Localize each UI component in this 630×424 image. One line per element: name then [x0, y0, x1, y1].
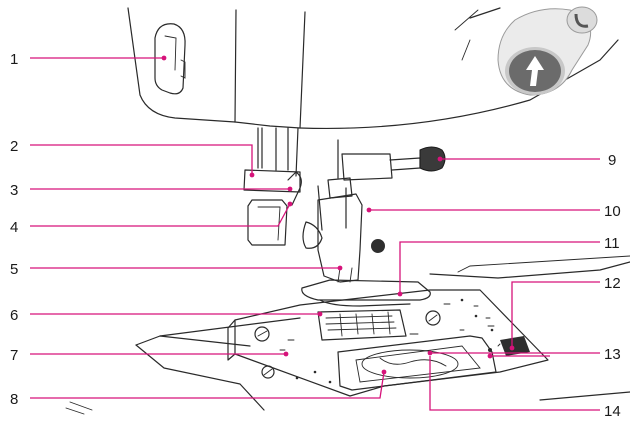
leader-2 — [30, 144, 253, 175]
leader-8 — [30, 371, 385, 399]
label-10: 10 — [604, 203, 621, 220]
arrow-up-icon — [526, 56, 544, 86]
presser-foot-assembly[interactable] — [301, 177, 431, 307]
label-2: 2 — [10, 138, 18, 155]
plate-markings — [279, 298, 526, 384]
presser-foot-lifter-lever[interactable] — [154, 23, 186, 95]
leader-12 — [511, 281, 600, 348]
label-6: 6 — [10, 307, 18, 324]
bobbin-release-button[interactable] — [488, 336, 530, 356]
leader-11 — [399, 241, 600, 294]
machine-illustration — [65, 6, 630, 415]
label-12: 12 — [604, 275, 621, 292]
label-14: 14 — [604, 403, 621, 420]
bobbin-cover-plate[interactable] — [337, 335, 497, 391]
label-4: 4 — [10, 219, 18, 236]
machine-head — [127, 7, 619, 130]
feed-dogs — [317, 309, 407, 341]
start-stop-button[interactable] — [497, 6, 598, 96]
leader-14 — [429, 356, 600, 411]
label-11: 11 — [604, 235, 620, 252]
label-3: 3 — [10, 182, 18, 199]
free-arm-bed — [65, 255, 630, 415]
label-9: 9 — [608, 152, 616, 169]
label-5: 5 — [10, 261, 18, 278]
needle-threader-assembly — [243, 127, 323, 246]
label-8: 8 — [10, 391, 18, 408]
label-1: 1 — [10, 51, 18, 68]
callout-labels: 1 2 3 4 5 6 7 8 9 10 11 12 13 14 — [10, 51, 621, 420]
leader-4 — [30, 203, 291, 227]
label-7: 7 — [10, 347, 18, 364]
needle-plate — [227, 289, 549, 397]
leader-lines — [30, 55, 600, 411]
label-13: 13 — [604, 346, 621, 363]
needle-clamp-screw[interactable] — [341, 146, 446, 181]
needle — [337, 139, 347, 229]
